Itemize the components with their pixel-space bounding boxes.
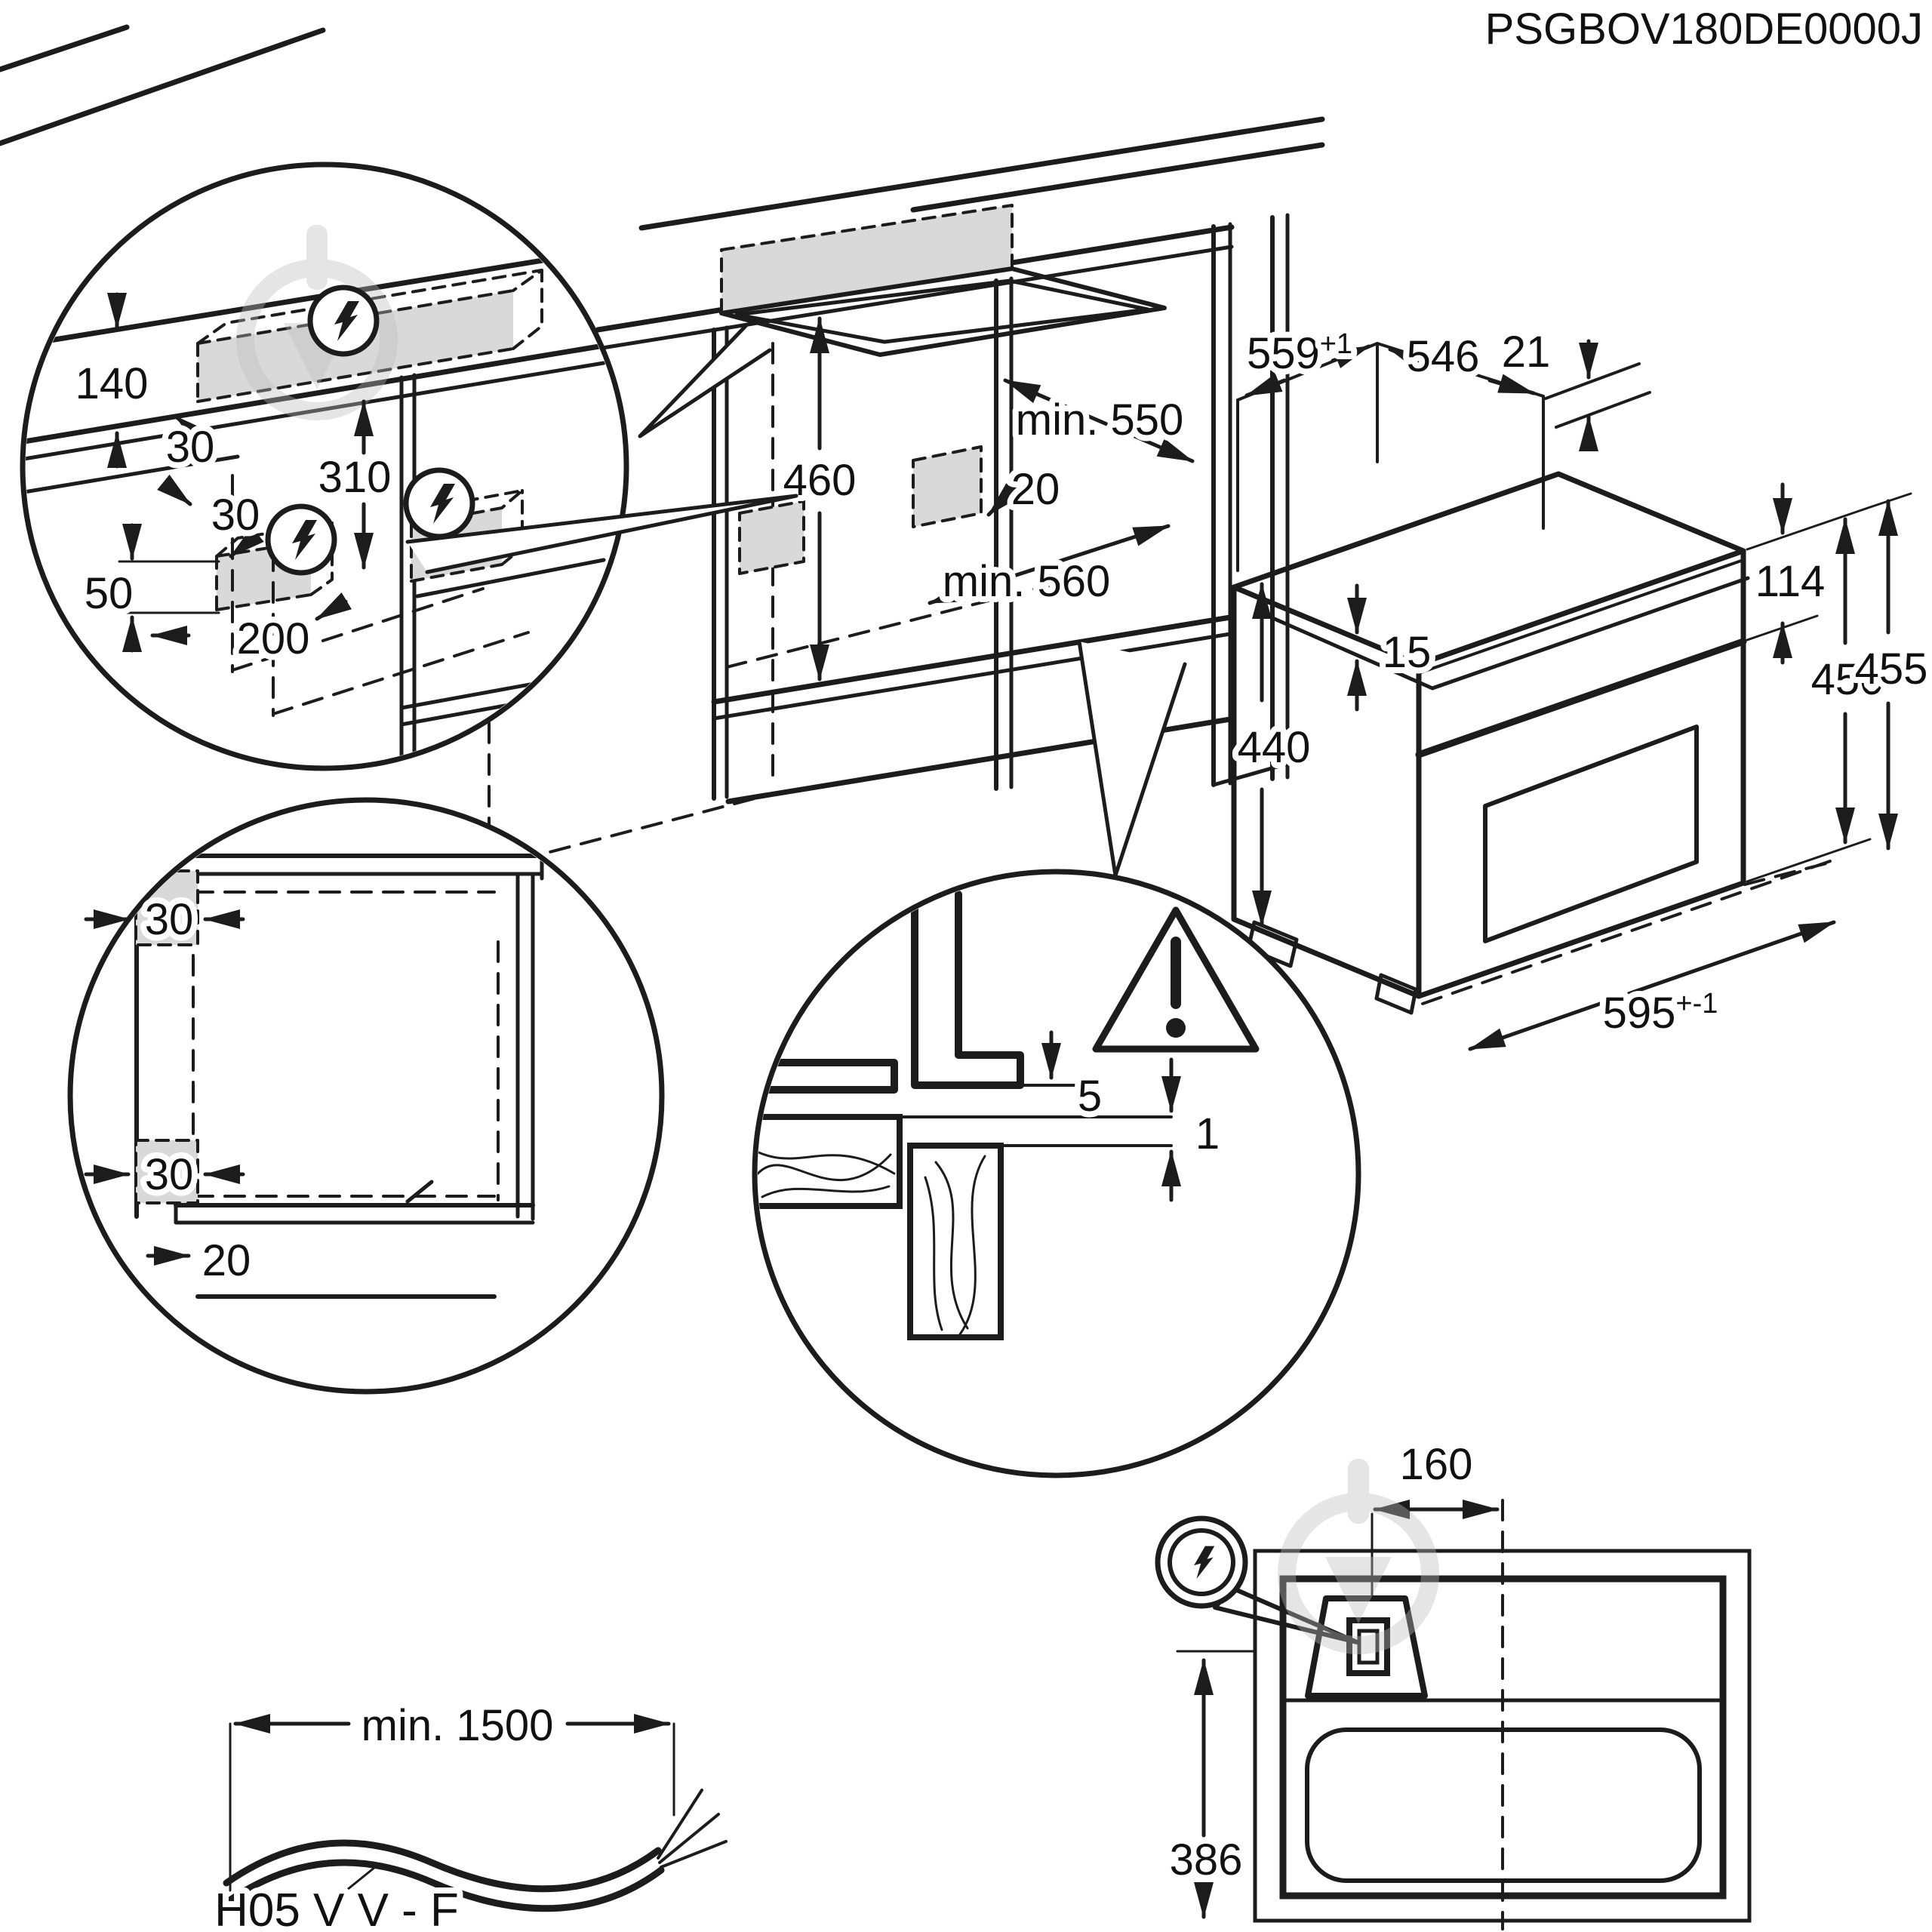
side-detail-outline (67, 797, 665, 1395)
wood-grain-right (924, 1155, 986, 1336)
dim-strip-offset: 20 (1011, 465, 1060, 514)
shelf-lower-edge (712, 632, 1232, 721)
dim-rear-gap: 21 (1502, 328, 1551, 377)
dim-30b-arrow1 (157, 474, 192, 506)
oven-body-edges (1231, 548, 1746, 999)
wood-panel-left (758, 1114, 903, 1209)
cable-label-leader (338, 1863, 380, 1897)
dim-559-left (1244, 373, 1287, 398)
cabinet-panels-light (724, 213, 1290, 799)
dim-top-gap: 140 (75, 359, 149, 408)
dim-side-offset-b: 30 (211, 491, 260, 540)
dim-top-inset: 15 (1383, 628, 1432, 677)
warning-triangle-icon (1092, 906, 1260, 1053)
wall-edge-lines (0, 24, 326, 146)
wood-panel-right (907, 1143, 1004, 1340)
dim-20-arrow (986, 482, 1021, 517)
oven-foot-front (1374, 973, 1418, 1015)
dim-body-width: 546 (1407, 332, 1480, 381)
cabinet-section-heavy (132, 854, 544, 1299)
dim-connection-offset: 160 (1400, 1440, 1473, 1489)
dim-546-right (1487, 374, 1536, 395)
connection-terminal-trapezoid (1305, 1595, 1428, 1699)
connection-zone-shading-rear (721, 205, 1012, 312)
dim-body-height: 440 (1238, 723, 1311, 772)
cable-wire-ends (657, 1789, 728, 1869)
cabinet-section-light (132, 849, 544, 1225)
oven-isometric: 559+1 546 21 15 440 114 450 455 595+-1 (1231, 321, 1932, 1051)
dim-depth: 386 (1170, 1835, 1243, 1884)
cable-curve-top (223, 1839, 662, 1893)
pointer-wedge-hob-cutout (638, 324, 772, 438)
dim-550-arrow (1003, 378, 1195, 463)
dim-flange-gap: 5 (1078, 1072, 1102, 1121)
electric-connection-icon-1 (307, 285, 380, 357)
counter-and-panel-section (758, 891, 1024, 1094)
dim-counter-depth: min. 550 (1016, 395, 1183, 445)
hob-cutout-inner (734, 278, 1150, 344)
dim-front-recess: 20 (202, 1236, 251, 1285)
right-strip-outline (912, 445, 983, 528)
detail-circle-joint: 5 1 (752, 869, 1361, 1478)
electric-connection-icon-3 (403, 467, 475, 540)
clearance-block-bottom-outline (134, 1139, 199, 1204)
control-panel-bottom-line (1415, 638, 1747, 758)
dim-30a-arrow (174, 414, 209, 447)
dim-overall-width: 595+-1 (1603, 988, 1718, 1038)
oven-top-view: 160 386 (1155, 1434, 1752, 1930)
dim-top-clearance: 30 (145, 895, 194, 944)
counter-front-lower-edge (595, 245, 1234, 351)
dim-front-height: 450 (1811, 655, 1884, 704)
dim-box-height: 50 (85, 569, 134, 618)
cable-curve-bottom (223, 1859, 665, 1912)
document-code: PSGBOV180DE0000J (1485, 5, 1923, 54)
dim-box-width: 200 (237, 614, 310, 663)
dim-cable-length: min. 1500 (361, 1701, 554, 1750)
cable-dim-extensions (229, 1722, 675, 1892)
detail-circle-connection-space: 140 30 310 30 50 200 (20, 162, 629, 771)
dim-50-extension (118, 560, 220, 614)
joint-detail-outline (752, 869, 1361, 1478)
left-strip-outline (738, 500, 805, 575)
pointer-wedge-wall-strip (405, 494, 798, 574)
mains-cable-detail: min. 1500 H05 V V - F (208, 1695, 728, 1932)
dim-side-offset-a: 30 (166, 423, 215, 472)
oven-top-inset-step (1255, 576, 1750, 691)
dim-bottom-clearance: 30 (145, 1150, 194, 1199)
control-panel-top-line (1417, 558, 1745, 675)
dim-niche-width: 559+1 (1247, 328, 1352, 378)
hidden-niche-dashed (488, 342, 1073, 869)
niche-reference-lines (1236, 342, 1651, 572)
dim-panel-height: 114 (1755, 557, 1825, 606)
pointer-wedge-joint-detail (1077, 639, 1187, 878)
dim-30b-arrow2 (229, 526, 264, 558)
right-wall-connection-strip (913, 447, 981, 527)
dim-panel-gap: 1 (1195, 1109, 1220, 1158)
dim-559-right (1331, 344, 1371, 369)
dim-595-arrow (1468, 920, 1836, 1051)
wood-grain-left (758, 1147, 896, 1198)
dim-546-left (1388, 347, 1426, 372)
cable-type-label: H05 V V - F (214, 1884, 459, 1932)
dim-200-right (315, 592, 352, 621)
detail-circle-side-clearances: 30 30 20 (67, 797, 665, 1395)
projection-dashed-lines (231, 474, 530, 717)
dim-niche-depth: min. 560 (943, 557, 1110, 606)
dim-height: 310 (318, 453, 392, 502)
electric-tag (1155, 1515, 1359, 1644)
oven-door-window (1483, 724, 1699, 943)
connection-zone-dashed-outline (720, 204, 1014, 313)
left-wall-connection-strip (740, 501, 804, 574)
dim-560-arrow (928, 524, 1171, 605)
electric-connection-icon-2 (265, 503, 337, 576)
clearance-block-bottom (136, 1140, 198, 1203)
main-scene-counter-cabinet: 460 20 min. 550 min. 560 (488, 116, 1325, 869)
dim-niche-front-height: 455 (1855, 645, 1928, 694)
warning-exclamation-dot (1166, 1018, 1186, 1038)
